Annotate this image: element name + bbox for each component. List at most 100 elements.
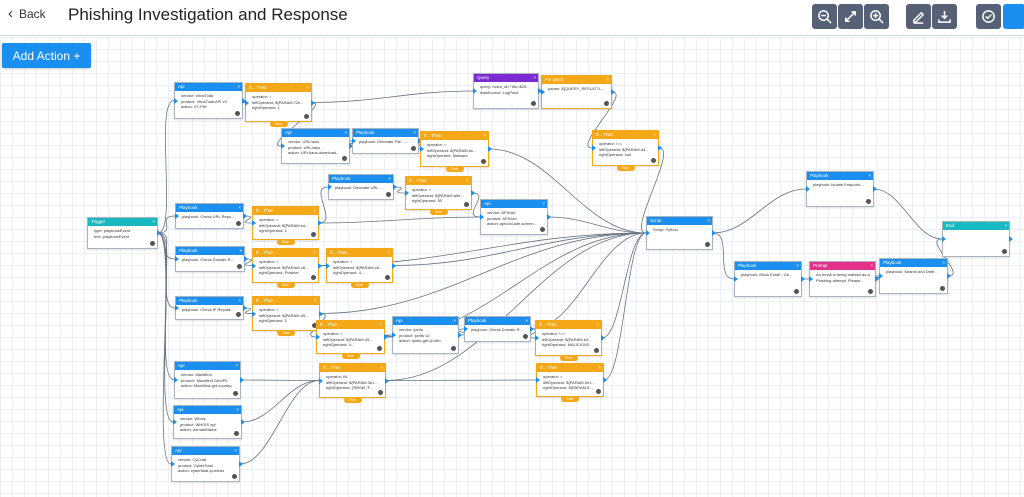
input-port-icon[interactable] <box>319 377 323 384</box>
fit-to-screen-button[interactable] <box>838 4 863 29</box>
close-icon[interactable]: × <box>379 322 382 327</box>
else-branch-tag[interactable]: Else <box>276 282 295 288</box>
output-port-icon[interactable] <box>547 214 551 220</box>
output-port-icon[interactable] <box>385 377 389 384</box>
output-port-icon[interactable] <box>658 145 662 151</box>
output-port-icon[interactable] <box>875 276 879 282</box>
input-port-icon[interactable] <box>252 310 256 317</box>
close-icon[interactable]: × <box>483 133 486 138</box>
else-branch-tag[interactable]: Else <box>343 397 362 403</box>
close-icon[interactable]: × <box>533 75 536 80</box>
close-icon[interactable]: × <box>313 250 316 255</box>
else-branch-tag[interactable]: Else <box>561 396 579 402</box>
gear-icon[interactable] <box>531 101 536 106</box>
output-port-icon[interactable] <box>384 334 388 340</box>
else-branch-tag[interactable]: Else <box>616 165 635 171</box>
workflow-node[interactable]: Playbook×playbook: Search and Dele... <box>879 258 951 294</box>
close-icon[interactable]: × <box>236 407 239 412</box>
input-port-icon[interactable] <box>245 99 249 106</box>
else-branch-tag[interactable]: Else <box>445 166 464 172</box>
close-icon[interactable]: × <box>238 205 241 210</box>
input-port-icon[interactable] <box>734 276 738 282</box>
input-port-icon[interactable] <box>535 335 539 341</box>
workflow-node[interactable]: For Each×param: ${QUERY_RESULT.0.... <box>541 75 615 109</box>
output-port-icon[interactable] <box>601 335 605 341</box>
close-icon[interactable]: × <box>542 201 545 206</box>
zoom-out-button[interactable] <box>812 4 837 29</box>
gear-icon[interactable] <box>234 431 239 436</box>
input-port-icon[interactable] <box>592 145 596 151</box>
close-icon[interactable]: × <box>238 298 241 303</box>
gear-icon[interactable] <box>1002 249 1007 254</box>
gear-icon[interactable] <box>150 241 155 246</box>
input-port-icon[interactable] <box>541 89 545 95</box>
workflow-node[interactable]: If... Then×operator: !==leftOperand: ${P… <box>592 130 662 171</box>
close-icon[interactable]: × <box>234 448 237 453</box>
workflow-node[interactable]: Script×Script: Python <box>646 216 716 250</box>
zoom-in-button[interactable] <box>864 4 889 29</box>
input-port-icon[interactable] <box>464 326 468 332</box>
workflow-node[interactable]: If... Then×operator: !==leftOperand: ${P… <box>535 320 605 361</box>
output-port-icon[interactable] <box>244 256 248 262</box>
gear-icon[interactable] <box>236 312 241 317</box>
gear-icon[interactable] <box>312 323 317 328</box>
output-port-icon[interactable] <box>611 89 615 95</box>
close-icon[interactable]: × <box>313 208 316 213</box>
gear-icon[interactable] <box>594 348 599 353</box>
gear-icon[interactable] <box>868 289 873 294</box>
workflow-node[interactable]: If... Then×operator: =leftOperand: ${PAR… <box>316 320 388 359</box>
output-port-icon[interactable] <box>1009 236 1013 242</box>
output-port-icon[interactable] <box>349 143 353 149</box>
input-port-icon[interactable] <box>173 419 177 425</box>
gear-icon[interactable] <box>596 389 601 394</box>
input-port-icon[interactable] <box>252 220 256 226</box>
workflow-node[interactable]: Playbook×playbook: Block Email - Ge... <box>734 261 805 297</box>
output-port-icon[interactable] <box>240 377 244 383</box>
workflow-node[interactable]: Query×query: ncsm_id=* file=$25...dataSo… <box>473 73 542 109</box>
gear-icon[interactable] <box>377 346 382 351</box>
input-port-icon[interactable] <box>405 190 409 196</box>
output-port-icon[interactable] <box>242 97 246 104</box>
playbook-canvas[interactable]: Add Action + Trigger×type: playbookEvent… <box>0 37 1024 497</box>
input-port-icon[interactable] <box>879 273 883 279</box>
close-icon[interactable]: × <box>466 178 469 183</box>
else-branch-tag[interactable]: Else <box>429 209 448 215</box>
else-branch-tag[interactable]: Else <box>276 239 295 245</box>
gear-icon[interactable] <box>940 286 945 291</box>
close-icon[interactable]: × <box>653 132 656 137</box>
output-port-icon[interactable] <box>873 186 877 192</box>
workflow-node[interactable]: If... Then×operator: =leftOperand: ${PAR… <box>420 131 492 172</box>
gear-icon[interactable] <box>311 275 316 280</box>
output-port-icon[interactable] <box>157 230 161 236</box>
gear-icon[interactable] <box>232 474 237 479</box>
workflow-node[interactable]: If... Then×operator: =leftOperand: ${PAR… <box>252 296 323 336</box>
gear-icon[interactable] <box>866 199 871 204</box>
workflow-node[interactable]: Playbook×playbook: Check Domain R... <box>175 246 248 272</box>
close-icon[interactable]: × <box>796 263 799 268</box>
close-icon[interactable]: × <box>413 130 416 135</box>
workflow-node[interactable]: Playbook×playbook: Detonate URL - ... <box>328 174 397 200</box>
workflow-node[interactable]: If... Then×operator: =leftOperand: ${PAR… <box>326 248 396 288</box>
input-port-icon[interactable] <box>806 186 810 192</box>
gear-icon[interactable] <box>311 232 316 237</box>
gear-icon[interactable] <box>705 242 710 247</box>
close-icon[interactable]: × <box>1004 223 1007 228</box>
output-port-icon[interactable] <box>239 461 243 467</box>
output-port-icon[interactable] <box>318 262 322 269</box>
workflow-node[interactable]: If... Then×operator: =leftOperand: ${PAR… <box>245 83 315 127</box>
output-port-icon[interactable] <box>947 273 951 279</box>
workflow-node[interactable]: Playbook×playbook: Check IP Reputa... <box>175 296 247 320</box>
gear-icon[interactable] <box>386 192 391 197</box>
gear-icon[interactable] <box>233 391 238 396</box>
else-branch-tag[interactable]: Else <box>350 282 369 288</box>
output-port-icon[interactable] <box>318 220 322 226</box>
close-icon[interactable]: × <box>306 85 309 90</box>
input-port-icon[interactable] <box>281 143 285 149</box>
close-icon[interactable]: × <box>235 363 238 368</box>
input-port-icon[interactable] <box>171 461 175 467</box>
close-icon[interactable]: × <box>598 365 601 370</box>
